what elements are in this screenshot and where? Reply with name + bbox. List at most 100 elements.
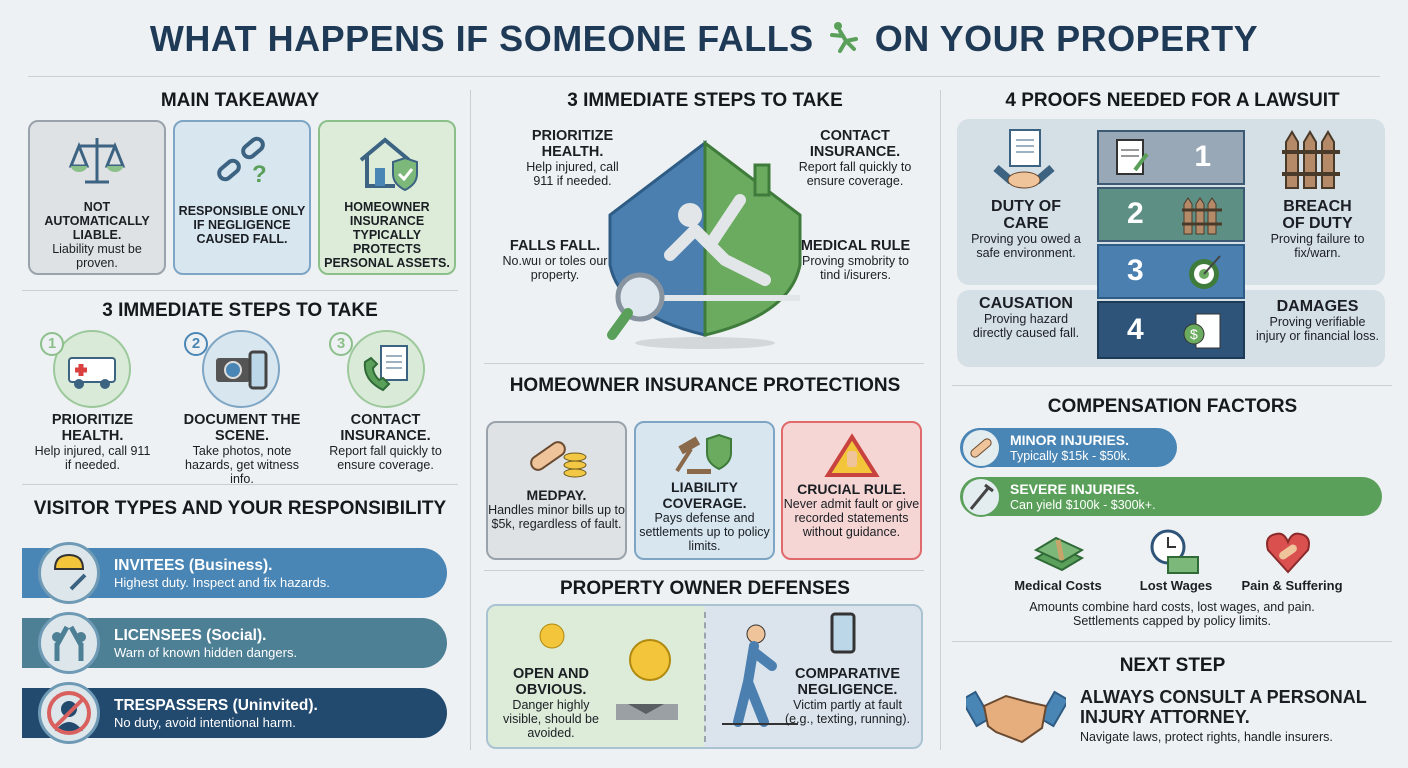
visitor-title: LICENSEES (Social). (114, 627, 267, 644)
gavel-shield-icon (674, 433, 732, 474)
card-text: Never admit fault or give recorded state… (783, 497, 920, 539)
hero-label-text: No.wuı or toles our property. (502, 254, 608, 282)
heart-bandage-icon (1266, 532, 1310, 574)
handshake-document-icon (993, 129, 1055, 189)
step-title: CONTACT INSURANCE. (340, 412, 431, 444)
defense-comparative-negligence: COMPARATIVE NEGLIGENCE.Victim partly at … (780, 666, 915, 726)
target-icon (1189, 255, 1221, 289)
divider (484, 570, 924, 571)
svg-text:?: ? (252, 161, 267, 188)
section-heading: 3 IMMEDIATE STEPS TO TAKE (567, 90, 843, 111)
step-number: 1 (40, 332, 64, 356)
tier-text: Can yield $100k - $300k+. (1010, 498, 1156, 512)
handshake-icon (966, 690, 1066, 744)
page-title: WHAT HAPPENS IF SOMEONE FALLS ON YOUR PR… (0, 18, 1408, 60)
house-shield-falling-icon (607, 139, 802, 349)
tier-severe: SEVERE INJURIES.Can yield $100k - $300k+… (960, 477, 1382, 516)
step-item: DOCUMENT THE SCENE.Take photos, note haz… (172, 412, 312, 486)
proof-block-3: 3 (1097, 244, 1245, 299)
step-text: Help injured, call 911 if needed. (34, 444, 151, 472)
falling-person-icon (830, 22, 859, 53)
divider (952, 641, 1392, 642)
step-number: 2 (184, 332, 208, 356)
broken-chain-icon: ? (217, 136, 267, 188)
defense-text: Danger highly visible, should be avoided… (503, 698, 599, 740)
visitor-text: Warn of known hidden dangers. (114, 645, 298, 660)
defense-title: COMPARATIVE NEGLIGENCE. (795, 666, 900, 698)
hero-label-text: Proving smobrity to tind i/isurers. (802, 254, 909, 282)
house-shield-icon (359, 137, 418, 192)
no-entry-person-icon (38, 682, 100, 744)
camera-phone-icon (202, 330, 280, 408)
broken-fence-icon (1282, 130, 1340, 189)
scales-of-justice-icon (68, 138, 126, 184)
section-heading: NEXT STEP (1119, 655, 1226, 676)
divider (28, 76, 1380, 77)
factor-label: Pain & Suffering (1241, 578, 1343, 593)
crutch-icon (961, 477, 1001, 517)
card-title: MEDPAY. (526, 487, 587, 503)
proof-title: DAMAGES (1276, 298, 1359, 315)
next-step-text: Navigate laws, protect rights, handle in… (1080, 730, 1333, 744)
svg-text:$: $ (1190, 326, 1198, 342)
high-five-icon (38, 612, 100, 674)
warning-hand-icon (823, 433, 880, 477)
section-heading: VISITOR TYPES AND YOUR RESPONSIBILITY (33, 498, 447, 519)
bandage-coins-icon (529, 441, 586, 478)
step-text: Report fall quickly to ensure coverage. (329, 444, 442, 472)
card-title: HOMEOWNER INSURANCE TYPICALLY PROTECTS P… (324, 200, 450, 270)
takeaway-card: HOMEOWNER INSURANCE TYPICALLY PROTECTS P… (318, 120, 456, 275)
section-heading: COMPENSATION FACTORS (1047, 396, 1298, 417)
phone-document-icon (347, 330, 425, 408)
proof-title: DUTY OF CARE (991, 198, 1061, 232)
clock-money-icon (1150, 529, 1199, 574)
defense-text: Victim partly at fault (e.g., texting, r… (784, 698, 911, 726)
visitor-title: INVITEES (Business). (114, 557, 273, 574)
step-number: 3 (329, 332, 353, 356)
proof-text: Proving hazard directly caused fall. (972, 312, 1080, 340)
proof-text: Proving failure to fix/warn. (1270, 232, 1365, 260)
section-heading: 4 PROOFS NEEDED FOR A LAWSUIT (1005, 90, 1340, 111)
divider (470, 90, 471, 750)
proof-block-2: 2 (1097, 187, 1245, 242)
step-text: Take photos, note hazards, get witness i… (185, 444, 299, 486)
bandage-icon (961, 428, 1001, 468)
card-text: Liability must be proven. (52, 242, 142, 270)
hero-label-title: MEDICAL RULE (800, 238, 911, 254)
divider (704, 612, 706, 742)
note-line: Amounts combine hard costs, lost wages, … (1029, 600, 1315, 614)
section-heading: PROPERTY OWNER DEFENSES (560, 578, 850, 599)
hero-label: PRIORITIZE HEALTH.Help injured, call 911… (515, 128, 630, 188)
hero-label-title: CONTACT INSURANCE. (809, 128, 901, 160)
compensation-note: Amounts combine hard costs, lost wages, … (952, 600, 1392, 628)
hero-label-title: FALLS FALL. (509, 238, 601, 254)
divider (484, 363, 924, 364)
factor-label: Lost Wages (1139, 578, 1213, 593)
factor-label: Medical Costs (1014, 578, 1102, 593)
divider (22, 290, 458, 291)
card-title: NOT AUTOMATICALLY LIABLE. (44, 200, 150, 242)
hero-label: FALLS FALL.No.wuı or toles our property. (500, 238, 610, 282)
proof-title: BREACH OF DUTY (1282, 198, 1353, 232)
insurance-card: LIABILITY COVERAGE.Pays defense and sett… (634, 421, 775, 560)
cash-stack-icon (1033, 536, 1084, 572)
broken-fence-icon (1182, 197, 1222, 235)
texting-walker-icon (722, 612, 856, 727)
takeaway-card: ? RESPONSIBLE ONLY IF NEGLIGENCE CAUSED … (173, 120, 311, 275)
title-text: ON YOUR PROPERTY (874, 18, 1259, 59)
divider (22, 484, 458, 485)
hero-label-text: Report fall quickly to ensure coverage. (798, 160, 912, 188)
next-step-title: ALWAYS CONSULT A PERSONAL INJURY ATTORNE… (1080, 687, 1367, 727)
divider (952, 385, 1392, 386)
proof-text: Proving verifiable injury or financial l… (1256, 315, 1379, 343)
step-title: PRIORITIZE HEALTH. (51, 412, 134, 444)
card-title: CRUCIAL RULE. (797, 481, 906, 497)
hero-label-text: Help injured, call 911 if needed. (526, 160, 619, 188)
title-text: WHAT HAPPENS IF SOMEONE FALLS (149, 18, 814, 59)
hero-label-title: PRIORITIZE HEALTH. (531, 128, 614, 160)
visitor-title: TRESPASSERS (Uninvited). (114, 697, 318, 714)
